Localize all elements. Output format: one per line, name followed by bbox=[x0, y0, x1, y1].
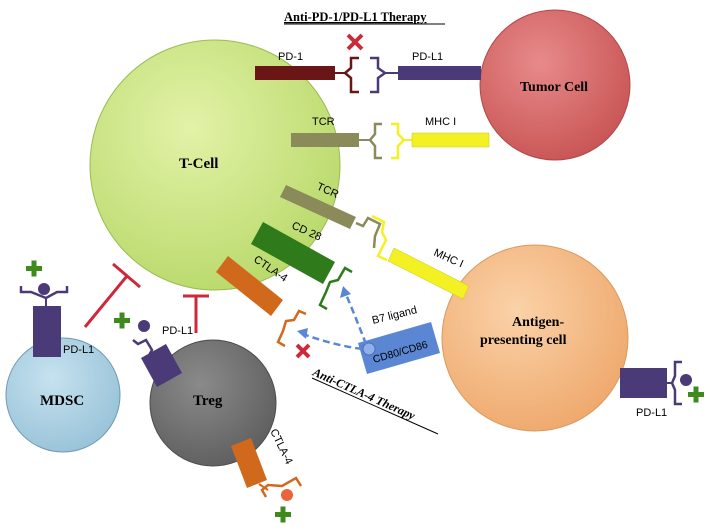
pdl1-treg-ligand bbox=[141, 344, 182, 387]
plus-icon bbox=[275, 506, 291, 523]
pdl1-mdsc-hook bbox=[19, 286, 69, 300]
t-cell-label: T-Cell bbox=[179, 156, 218, 172]
pdl1-apc-ligand bbox=[620, 368, 667, 398]
pdl1-treg-hook bbox=[132, 338, 158, 359]
mhc-hook-top bbox=[391, 122, 406, 160]
mdsc-inhibition-symbol bbox=[83, 262, 141, 328]
apc-label-line1: Antigen- bbox=[512, 315, 564, 330]
plus-icon bbox=[114, 312, 130, 329]
blocked-x-icon bbox=[346, 33, 364, 51]
pdl1-treg-bound-dot bbox=[138, 320, 150, 332]
pdl1-apc-bound-dot bbox=[680, 374, 692, 386]
ctla4-blocked-x-icon bbox=[295, 343, 311, 359]
b7-to-cd28-arrow bbox=[343, 291, 368, 345]
pdl1-mdsc-bound-dot bbox=[38, 283, 50, 295]
b7-ligand-label: B7 ligand bbox=[371, 304, 418, 327]
tcr-hook-top bbox=[368, 122, 382, 160]
antigen-presenting-cell bbox=[441, 244, 629, 432]
ctla4-treg-receptor bbox=[231, 438, 267, 488]
pdl1-apc-label: PD-L1 bbox=[636, 407, 667, 419]
plus-icon bbox=[26, 260, 42, 277]
b7-to-ctla4-arrow bbox=[302, 332, 363, 351]
tcr-top-label: TCR bbox=[312, 116, 335, 128]
cd80-cd86-ligand bbox=[358, 322, 440, 374]
pd1-label: PD-1 bbox=[278, 51, 303, 63]
tcr-hook-apc bbox=[355, 216, 382, 249]
treg-inhibition-symbol bbox=[183, 294, 209, 333]
pdl1-tumor-label: PD-L1 bbox=[412, 51, 443, 63]
tcr-receptor-top bbox=[291, 133, 359, 147]
mhc-ligand-top bbox=[411, 132, 490, 148]
tumor-cell bbox=[479, 9, 631, 161]
pdl1-treg-label: PD-L1 bbox=[162, 325, 193, 337]
t-cell bbox=[89, 39, 341, 291]
b7-ligand-dot bbox=[362, 342, 376, 356]
pdl1-mdsc-label: PD-L1 bbox=[63, 344, 94, 356]
anti-pd1-therapy-label: Anti-PD-1/PD-L1 Therapy bbox=[284, 10, 427, 24]
pd1-binding-hook bbox=[343, 56, 359, 94]
ctla4-hook-tcell bbox=[276, 309, 307, 348]
apc-label-line2: presenting cell bbox=[480, 333, 567, 348]
ctla4-treg-hook bbox=[260, 476, 303, 498]
mhc-hook-apc bbox=[371, 214, 388, 262]
anti-ctla4-therapy-label: Anti-CTLA-4 Therapy bbox=[310, 365, 418, 423]
pd1-receptor bbox=[255, 66, 335, 80]
ctla4-treg-label: CTLA-4 bbox=[267, 427, 294, 466]
ctla4-treg-bound-dot bbox=[281, 489, 293, 501]
cd28-receptor bbox=[251, 222, 335, 284]
ctla4-receptor-tcell bbox=[216, 256, 283, 316]
treg-cell bbox=[149, 339, 277, 467]
cd28-hook bbox=[318, 266, 353, 311]
mhc-ligand-apc bbox=[387, 247, 470, 300]
pdl1-binding-hook bbox=[370, 56, 388, 94]
pdl1-apc-hook bbox=[670, 360, 682, 406]
treg-label: Treg bbox=[193, 393, 223, 409]
pdl1-mdsc-ligand bbox=[33, 306, 61, 357]
mdsc-cell bbox=[5, 337, 121, 453]
plus-icon bbox=[688, 386, 704, 403]
mdsc-label: MDSC bbox=[40, 393, 84, 409]
tcr-receptor-apc bbox=[280, 185, 356, 229]
tumor-cell-label: Tumor Cell bbox=[520, 80, 588, 95]
mhc-apc-label: MHC I bbox=[432, 247, 465, 271]
mhc-top-label: MHC I bbox=[425, 116, 456, 128]
pdl1-tumor-ligand bbox=[398, 66, 481, 80]
